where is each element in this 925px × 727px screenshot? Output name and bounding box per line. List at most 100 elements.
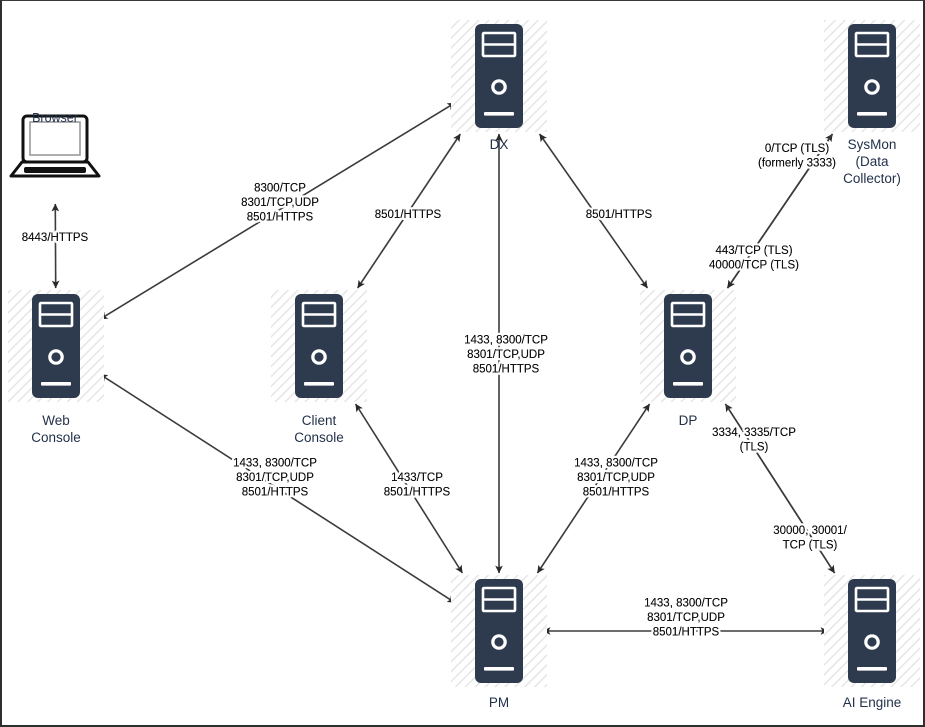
port-label-halo-dp-sysmon: 0/TCP (TLS) — [765, 143, 829, 155]
port-label-halo-web-console-dx: 8501/HTTPS — [247, 212, 314, 224]
port-label-dx-pm: 8301/TCP,UDP — [467, 349, 545, 361]
port-label-halo-client-console-pm: 8501/HTTPS — [384, 486, 451, 498]
port-label-halo-pm-ai-engine: 8301/TCP,UDP — [647, 612, 725, 624]
node-label-web-console: Web — [42, 413, 70, 428]
dx-chassis — [475, 24, 523, 128]
port-label-dp-ai-engine-down: TCP (TLS) — [783, 539, 838, 551]
dp-base-strip — [673, 382, 703, 386]
port-label-halo-browser-web-console: 8443/HTTPS — [22, 232, 89, 244]
client-console-power-button-icon — [311, 349, 327, 365]
browser-screen — [29, 121, 81, 156]
edge-dp-pm — [536, 403, 651, 574]
node-label-client-console: Console — [294, 430, 344, 445]
dx-power-button-icon — [491, 79, 507, 95]
port-label-halo-web-console-pm: 8501/HTTPS — [242, 487, 309, 499]
port-label-halo-dp-ai-engine: 3334, 3335/TCP — [712, 427, 796, 439]
port-label-dp-sysmon-ports: 40000/TCP (TLS) — [709, 259, 799, 271]
port-label-halo-web-console-pm: 8301/TCP,UDP — [236, 472, 314, 484]
port-label-halo-pm-ai-engine: 8501/HTTPS — [653, 627, 720, 639]
node-label-dp: DP — [679, 413, 698, 428]
edges-layer — [51, 102, 836, 635]
node-browser[interactable] — [9, 114, 101, 178]
port-label-halo-dp-ai-engine-down: 30000, 30001/ — [773, 525, 847, 537]
port-label-halo-dp-ai-engine-down: TCP (TLS) — [783, 539, 838, 551]
port-label-client-console-pm: 1433/TCP — [391, 472, 443, 484]
node-ai-engine[interactable] — [824, 575, 920, 687]
port-label-web-console-pm: 8301/TCP,UDP — [236, 472, 314, 484]
client-console-base-strip — [304, 382, 334, 386]
node-dx[interactable] — [451, 20, 547, 132]
node-label-client-console: Client — [302, 413, 337, 428]
node-dp[interactable] — [640, 290, 736, 402]
labels-layer: BrowserWebConsoleClientConsoleDXDPSysMon… — [20, 111, 902, 710]
port-label-halo-client-console-pm: 1433/TCP — [391, 472, 443, 484]
web-console-base-strip — [41, 382, 71, 386]
dp-chassis — [664, 294, 712, 398]
port-label-halo-dx-dp: 8501/HTTPS — [586, 209, 653, 221]
port-label-halo-dx-pm: 8301/TCP,UDP — [467, 349, 545, 361]
dp-power-button-icon — [680, 349, 696, 365]
port-label-halo-web-console-dx: 8301/TCP,UDP — [241, 197, 319, 209]
client-console-chassis — [295, 294, 343, 398]
port-label-client-console-dx: 8501/HTTPS — [375, 209, 442, 221]
port-label-pm-ai-engine: 1433, 8300/TCP — [644, 598, 728, 610]
port-label-halo-pm-ai-engine: 1433, 8300/TCP — [644, 598, 728, 610]
port-label-halo-dx-pm: 1433, 8300/TCP — [464, 335, 548, 347]
node-label-dx: DX — [490, 137, 509, 152]
port-label-dp-sysmon: (formerly 3333) — [758, 157, 836, 169]
edge-client-console-pm — [354, 403, 464, 574]
node-label-sysmon: SysMon — [848, 137, 897, 152]
web-console-chassis — [32, 294, 80, 398]
node-label-pm: PM — [489, 695, 509, 710]
pm-base-strip — [484, 667, 514, 671]
node-pm[interactable] — [451, 575, 547, 687]
port-label-web-console-pm: 8501/HTTPS — [242, 487, 309, 499]
port-label-dx-pm: 1433, 8300/TCP — [464, 335, 548, 347]
sysmon-base-strip — [857, 112, 887, 116]
port-label-halo-dp-sysmon-ports: 443/TCP (TLS) — [715, 245, 792, 257]
port-label-client-console-pm: 8501/HTTPS — [384, 486, 451, 498]
port-label-pm-ai-engine: 8301/TCP,UDP — [647, 612, 725, 624]
pm-power-button-icon — [491, 634, 507, 650]
port-label-dp-ai-engine: 3334, 3335/TCP — [712, 427, 796, 439]
port-label-halo-dp-pm: 1433, 8300/TCP — [574, 458, 658, 470]
port-label-halo-dp-pm: 8501/HTTPS — [583, 487, 650, 499]
port-label-dp-sysmon: 0/TCP (TLS) — [765, 143, 829, 155]
dx-base-strip — [484, 112, 514, 116]
port-label-dp-ai-engine: (TLS) — [740, 441, 769, 453]
port-label-dp-sysmon-ports: 443/TCP (TLS) — [715, 245, 792, 257]
node-web-console[interactable] — [8, 290, 104, 402]
port-label-web-console-pm: 1433, 8300/TCP — [233, 458, 317, 470]
node-client-console[interactable] — [271, 290, 367, 402]
ai-engine-chassis — [848, 579, 896, 683]
port-label-dp-ai-engine-down: 30000, 30001/ — [773, 525, 847, 537]
browser-keyboard — [24, 167, 86, 173]
port-label-dp-pm: 8501/HTTPS — [583, 487, 650, 499]
edge-dx-dp — [538, 133, 649, 289]
port-label-web-console-dx: 8301/TCP,UDP — [241, 197, 319, 209]
port-label-dx-pm: 8501/HTTPS — [473, 364, 540, 376]
edge-client-console-dx — [357, 133, 461, 289]
node-sysmon[interactable] — [824, 20, 920, 132]
port-label-halo-client-console-dx: 8501/HTTPS — [375, 209, 442, 221]
port-label-dx-dp: 8501/HTTPS — [586, 209, 653, 221]
port-label-halo-dp-pm: 8301/TCP,UDP — [577, 472, 655, 484]
port-label-browser-web-console: 8443/HTTPS — [22, 232, 89, 244]
port-label-halo-web-console-dx: 8300/TCP — [254, 183, 306, 195]
port-label-dp-pm: 8301/TCP,UDP — [577, 472, 655, 484]
port-label-halo-dp-ai-engine: (TLS) — [740, 441, 769, 453]
node-label-browser: Browser — [32, 111, 78, 125]
port-label-web-console-dx: 8501/HTTPS — [247, 212, 314, 224]
node-label-ai-engine: AI Engine — [843, 695, 902, 710]
port-label-halo-dp-sysmon: (formerly 3333) — [758, 157, 836, 169]
edge-dp-sysmon-ports — [726, 133, 834, 289]
node-label-sysmon: (Data — [855, 154, 889, 169]
sysmon-power-button-icon — [864, 79, 880, 95]
node-label-sysmon: Collector) — [843, 171, 901, 186]
edge-dp-ai-engine-down — [724, 403, 836, 574]
port-label-web-console-dx: 8300/TCP — [254, 183, 306, 195]
pm-chassis — [475, 579, 523, 683]
port-label-halo-dx-pm: 8501/HTTPS — [473, 364, 540, 376]
